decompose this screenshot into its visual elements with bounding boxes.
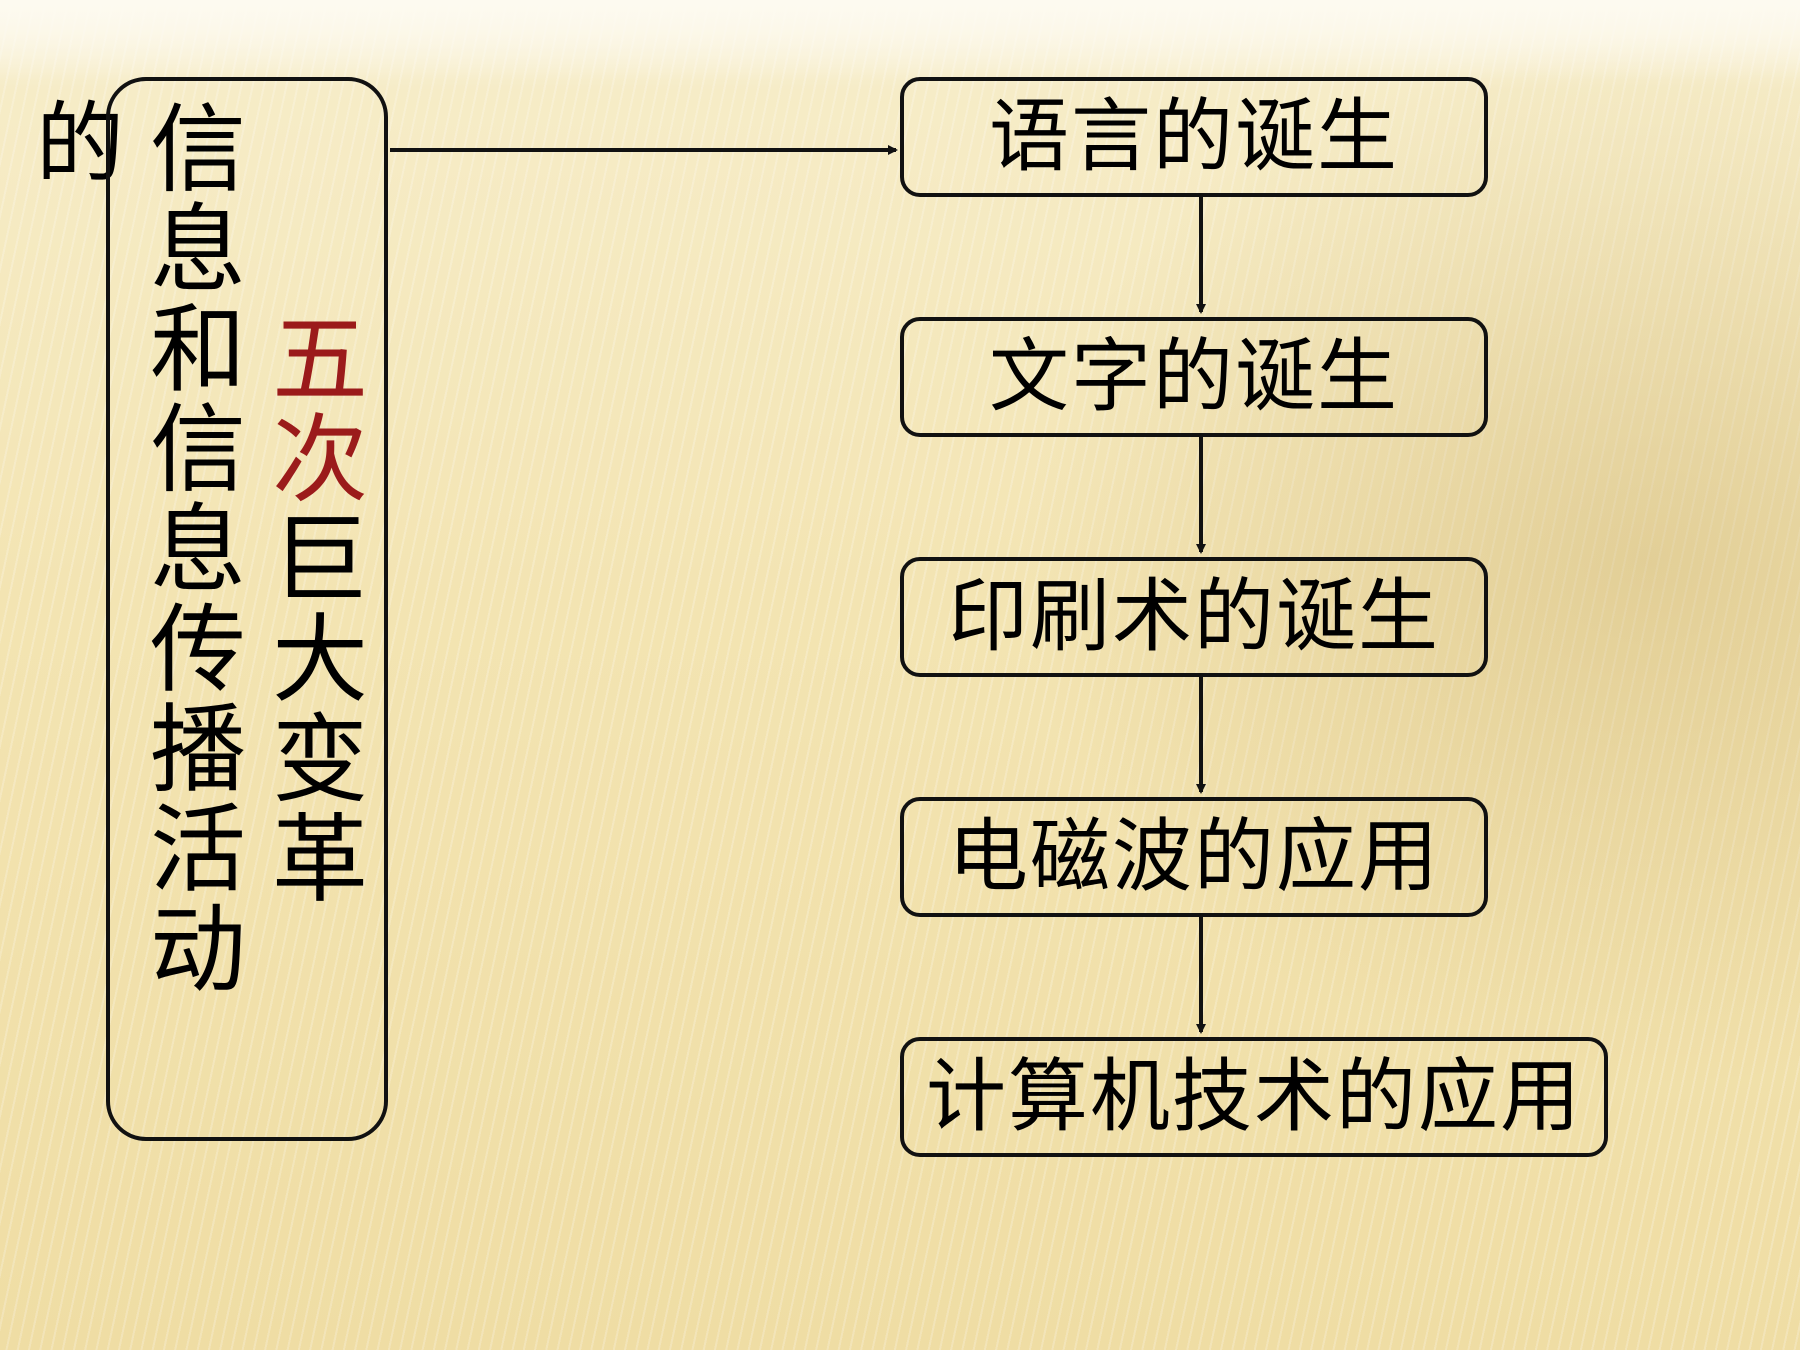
title-char: 变 — [272, 704, 368, 816]
stage-label: 印刷术的诞生 — [948, 570, 1440, 663]
title-box — [106, 77, 388, 1141]
title-char: 播 — [150, 694, 246, 806]
stage-label: 语言的诞生 — [989, 90, 1399, 183]
title-char: 息 — [150, 194, 246, 306]
title-char: 巨 — [272, 504, 368, 616]
title-char-emphasis: 五 — [272, 304, 368, 416]
stage-label: 文字的诞生 — [989, 330, 1399, 423]
stage-box-electromagnetic: 电磁波的应用 — [900, 797, 1488, 917]
title-column-1: 信 息 和 信 息 传 播 活 动 — [150, 100, 246, 1000]
title-char-emphasis: 次 — [272, 404, 368, 516]
stage-label: 电磁波的应用 — [948, 810, 1440, 903]
title-char: 活 — [150, 794, 246, 906]
title-char: 和 — [150, 294, 246, 406]
title-column-2: 五 次 巨 大 变 革 — [272, 310, 368, 910]
title-char: 信 — [150, 94, 246, 206]
stage-box-writing: 文字的诞生 — [900, 317, 1488, 437]
stage-label: 计算机技术的应用 — [926, 1050, 1582, 1143]
title-char: 息 — [150, 494, 246, 606]
stage-box-language: 语言的诞生 — [900, 77, 1488, 197]
slide-top-band — [0, 0, 1800, 80]
title-char: 革 — [272, 804, 368, 916]
title-char: 动 — [150, 894, 246, 1006]
title-char: 信 — [150, 394, 246, 506]
title-char: 传 — [150, 594, 246, 706]
stage-box-printing: 印刷术的诞生 — [900, 557, 1488, 677]
title-char: 大 — [272, 604, 368, 716]
stage-box-computer: 计算机技术的应用 — [900, 1037, 1608, 1157]
